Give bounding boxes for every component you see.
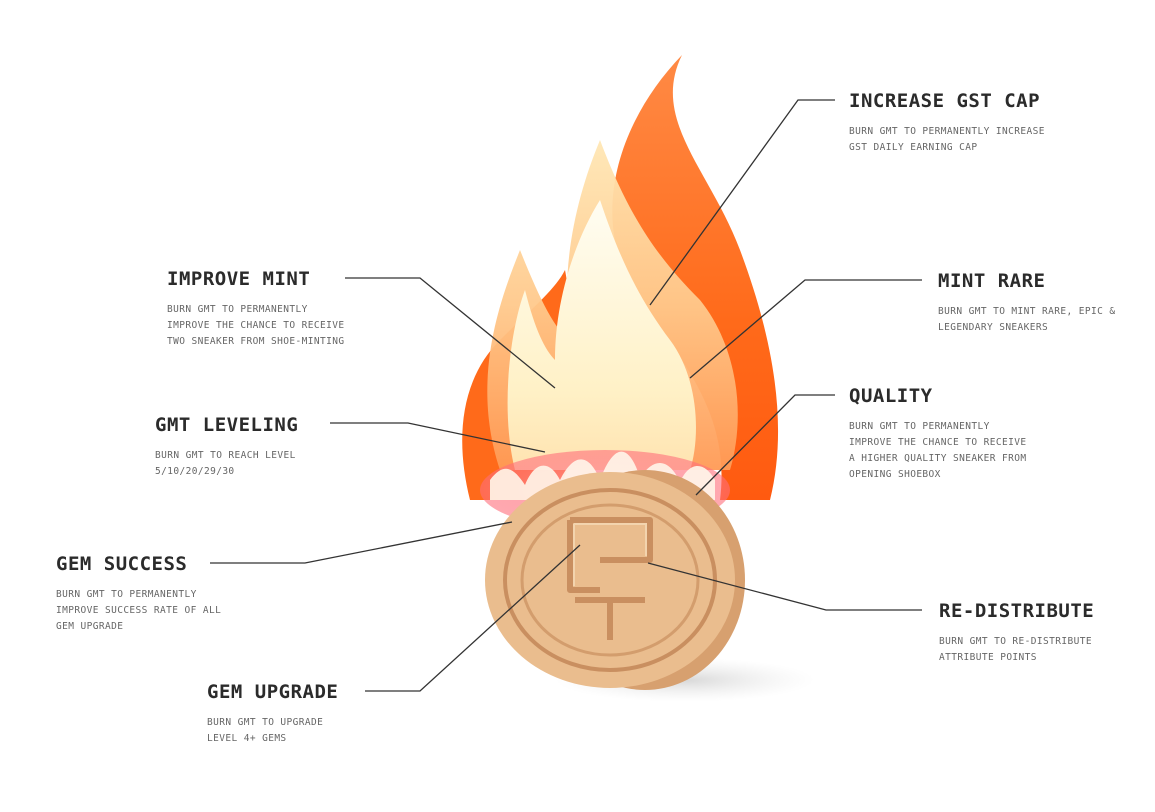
flame-outer-right: [612, 55, 779, 500]
title-mint-rare: MINT RARE: [938, 270, 1046, 292]
label-gem-upgrade: GEM UPGRADE BURN GMT TO UPGRADE LEVEL 4+…: [207, 681, 527, 747]
leader-quality: [695, 394, 835, 496]
desc-gem-success: BURN GMT TO PERMANENTLY IMPROVE SUCCESS …: [56, 589, 222, 632]
title-gmt-leveling: GMT LEVELING: [155, 414, 299, 436]
label-increase-gst-cap: INCREASE GST CAP BURN GMT TO PERMANENTLY…: [849, 90, 1155, 156]
label-gem-success: GEM SUCCESS BURN GMT TO PERMANENTLY IMPR…: [56, 553, 376, 635]
desc-quality: BURN GMT TO PERMANENTLY IMPROVE THE CHAN…: [849, 421, 1027, 480]
title-gem-success: GEM SUCCESS: [56, 553, 188, 575]
leader-lines: [210, 99, 922, 692]
coin-ring-outer: [503, 488, 717, 672]
title-gem-upgrade: GEM UPGRADE: [207, 681, 339, 703]
label-mint-rare: MINT RARE BURN GMT TO MINT RARE, EPIC & …: [938, 270, 1148, 336]
leader-gem-success: [210, 521, 513, 564]
label-quality: QUALITY BURN GMT TO PERMANENTLY IMPROVE …: [849, 385, 1155, 483]
coin-emblem-highlight: [573, 523, 647, 586]
desc-increase-gst-cap: BURN GMT TO PERMANENTLY INCREASE GST DAI…: [849, 126, 1045, 153]
title-increase-gst-cap: INCREASE GST CAP: [849, 90, 1041, 112]
title-quality: QUALITY: [849, 385, 933, 407]
leader-gem-upgrade: [365, 544, 581, 692]
desc-mint-rare: BURN GMT TO MINT RARE, EPIC & LEGENDARY …: [938, 306, 1116, 333]
desc-re-distribute: BURN GMT TO RE-DISTRIBUTE ATTRIBUTE POIN…: [939, 636, 1092, 663]
coin-emblem: [567, 517, 653, 640]
desc-improve-mint: BURN GMT TO PERMANENTLY IMPROVE THE CHAN…: [167, 304, 345, 347]
title-improve-mint: IMPROVE MINT: [167, 268, 311, 290]
label-improve-mint: IMPROVE MINT BURN GMT TO PERMANENTLY IMP…: [167, 268, 487, 350]
leader-improve-mint: [345, 277, 556, 389]
leader-mint-rare: [689, 279, 922, 379]
leader-gmt-leveling: [330, 422, 546, 453]
leader-increase-gst-cap: [649, 99, 835, 306]
desc-gmt-leveling: BURN GMT TO REACH LEVEL 5/10/20/29/30: [155, 450, 296, 477]
desc-gem-upgrade: BURN GMT TO UPGRADE LEVEL 4+ GEMS: [207, 717, 324, 744]
flame-inner: [507, 200, 696, 470]
coin-ring-inner: [520, 503, 700, 657]
leader-re-distribute: [647, 562, 922, 611]
label-gmt-leveling: GMT LEVELING BURN GMT TO REACH LEVEL 5/1…: [155, 414, 475, 480]
label-re-distribute: RE-DISTRIBUTE BURN GMT TO RE-DISTRIBUTE …: [939, 600, 1149, 666]
title-re-distribute: RE-DISTRIBUTE: [939, 600, 1095, 622]
